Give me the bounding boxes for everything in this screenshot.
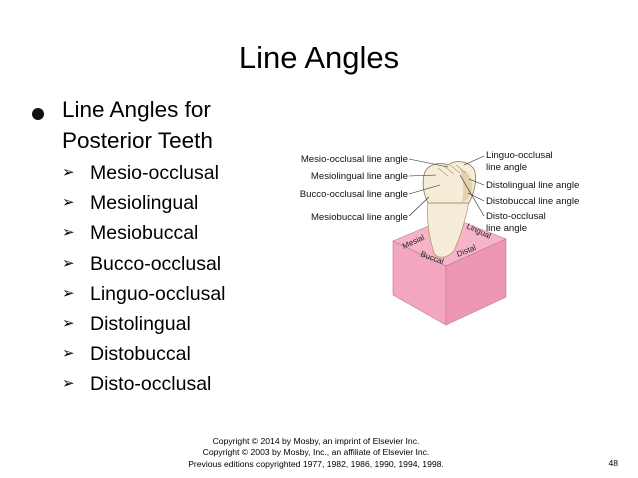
sub-bullet-label: Disto-occlusal	[90, 373, 212, 396]
sub-bullet-label: Linguo-occlusal	[90, 282, 226, 305]
label-distolingual-line-angle: Distolingual line angle	[486, 180, 579, 191]
slide-number: 48	[608, 458, 618, 468]
label-linguo-occlusal: Linguo-occlusal	[486, 150, 553, 161]
leader-line	[467, 192, 485, 202]
sub-bullet-label: Distobuccal	[90, 343, 191, 366]
tooth-line-angle-figure: Mesial Lingual Buccal Distal Mesio-occlu…	[300, 150, 579, 326]
label-disto-occlusal-line-angle: line angle	[486, 223, 527, 234]
tooth-root	[427, 200, 470, 258]
sub-bullet-label: Mesiolingual	[90, 192, 199, 215]
leader-lines	[408, 155, 485, 217]
label-distobuccal-line-angle: Distobuccal line angle	[486, 196, 579, 207]
copyright-line: Copyright © 2003 by Mosby, Inc., an affi…	[202, 447, 430, 458]
arrow-bullet-icon: ➢	[62, 345, 75, 363]
sub-bullet-label: Distolingual	[90, 312, 191, 335]
label-mesiolingual-line-angle: Mesiolingual line angle	[311, 171, 408, 182]
copyright-line: Previous editions copyrighted 1977, 1982…	[188, 458, 444, 469]
arrow-bullet-icon: ➢	[62, 194, 75, 212]
label-mesio-occlusal-line-angle: Mesio-occlusal line angle	[301, 154, 408, 165]
label-linguo-occlusal-line-angle: line angle	[486, 162, 527, 173]
arrow-bullet-icon: ➢	[62, 314, 75, 332]
sub-bullet-label: Bucco-occlusal	[90, 252, 222, 275]
label-mesiobuccal-line-angle: Mesiobuccal line angle	[311, 212, 408, 223]
leader-line	[408, 158, 449, 168]
bullet-dot-icon	[32, 108, 44, 120]
arrow-bullet-icon: ➢	[62, 375, 75, 393]
block-right-face	[445, 238, 507, 326]
main-bullet-text: Line Angles for Posterior Teeth	[62, 97, 213, 153]
arrow-bullet-icon: ➢	[62, 254, 75, 272]
copyright-notice: Copyright © 2014 by Mosby, an imprint of…	[150, 436, 482, 470]
sub-bullet-label: Mesiobuccal	[90, 222, 199, 245]
label-disto-occlusal: Disto-occlusal	[486, 211, 546, 222]
leader-line	[468, 178, 485, 186]
leader-line	[408, 196, 430, 217]
copyright-line: Copyright © 2014 by Mosby, an imprint of…	[212, 436, 420, 446]
label-bucco-occlusal-line-angle: Bucco-occlusal line angle	[300, 189, 408, 200]
arrow-bullet-icon: ➢	[62, 284, 75, 302]
slide-title: Line Angles	[238, 40, 400, 75]
arrow-bullet-icon: ➢	[62, 224, 75, 242]
leader-line	[463, 155, 485, 166]
leader-line	[408, 184, 441, 195]
leader-line	[459, 174, 485, 217]
occlusal-hatching	[437, 164, 467, 177]
sub-bullet-label: Mesio-occlusal	[90, 162, 219, 184]
arrow-bullet-icon: ➢	[62, 164, 75, 181]
leader-line	[408, 174, 437, 177]
